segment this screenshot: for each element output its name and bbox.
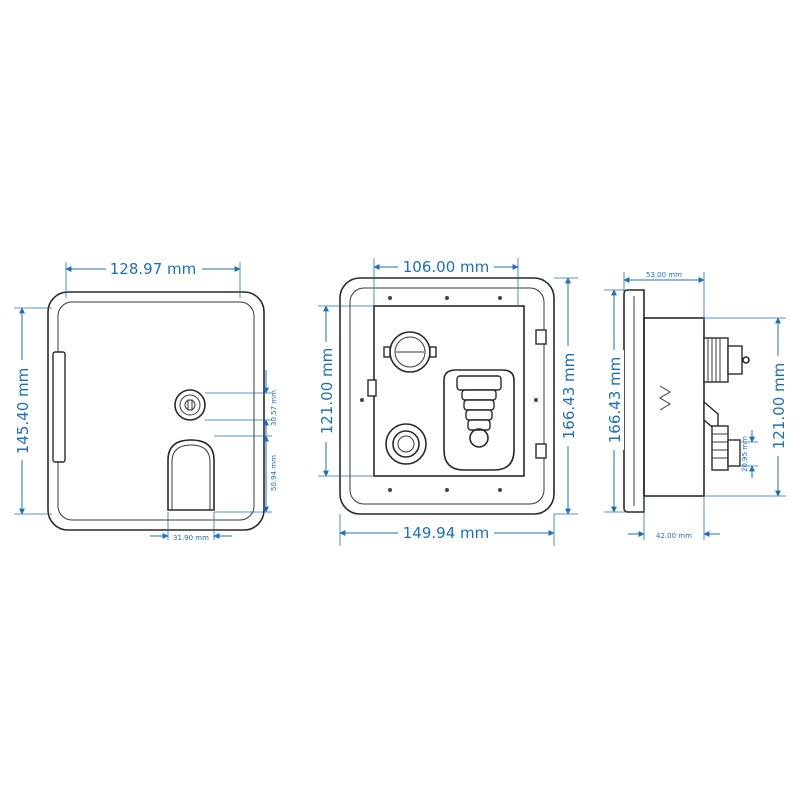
inner-panel	[373, 305, 525, 477]
front-outer-frame	[47, 291, 265, 531]
mounting-screws	[360, 296, 538, 492]
lock-icon	[174, 389, 206, 421]
bottom-depth-label: 42.00 mm	[656, 532, 692, 540]
inner-outer-frame	[339, 277, 555, 515]
handle-width-label: 31.90 mm	[173, 534, 209, 542]
inner-width-label: 106.00 mm	[403, 258, 489, 276]
front-view: 128.97 mm 145.40 mm 30.57 mm 50.94 mm 31…	[12, 258, 278, 542]
water-inlet-icon	[385, 423, 427, 465]
side-water-fitting-icon	[703, 400, 741, 471]
side-body	[643, 317, 705, 497]
side-latch	[659, 385, 671, 411]
front-handle-recess	[167, 439, 215, 511]
inner-hinge	[367, 379, 377, 397]
side-power-inlet-icon	[703, 337, 750, 383]
inner-latch-top	[535, 329, 547, 345]
side-inner-height-label: 121.00 mm	[770, 363, 788, 449]
front-inner-frame	[57, 301, 255, 521]
inner-frame-ring	[349, 287, 545, 505]
power-inlet-icon	[383, 331, 437, 373]
fitting-size-label: 20.95 mm	[741, 436, 749, 472]
front-height-label: 145.40 mm	[14, 368, 32, 454]
top-depth-label: 53.00 mm	[646, 271, 682, 279]
front-width-label: 128.97 mm	[110, 260, 196, 278]
inner-height-label: 121.00 mm	[318, 348, 336, 434]
side-outer-height-label: 166.43 mm	[606, 357, 624, 443]
side-flange	[623, 289, 645, 513]
outer-width-label: 149.94 mm	[403, 524, 489, 542]
front-handle-inner	[171, 444, 211, 510]
inner-view: 106.00 mm 121.00 mm 166.43 mm 149.94 mm	[316, 256, 578, 546]
lock-offset-label: 30.57 mm	[270, 390, 278, 426]
outer-height-label: 166.43 mm	[560, 353, 578, 439]
side-view: 53.00 mm 166.43 mm 121.00 mm 20.95 mm 42…	[604, 271, 788, 540]
inner-latch-bottom	[535, 443, 547, 459]
hose-connector-icon	[443, 369, 515, 471]
front-hinge	[52, 351, 66, 463]
handle-height-label: 50.94 mm	[270, 455, 278, 491]
